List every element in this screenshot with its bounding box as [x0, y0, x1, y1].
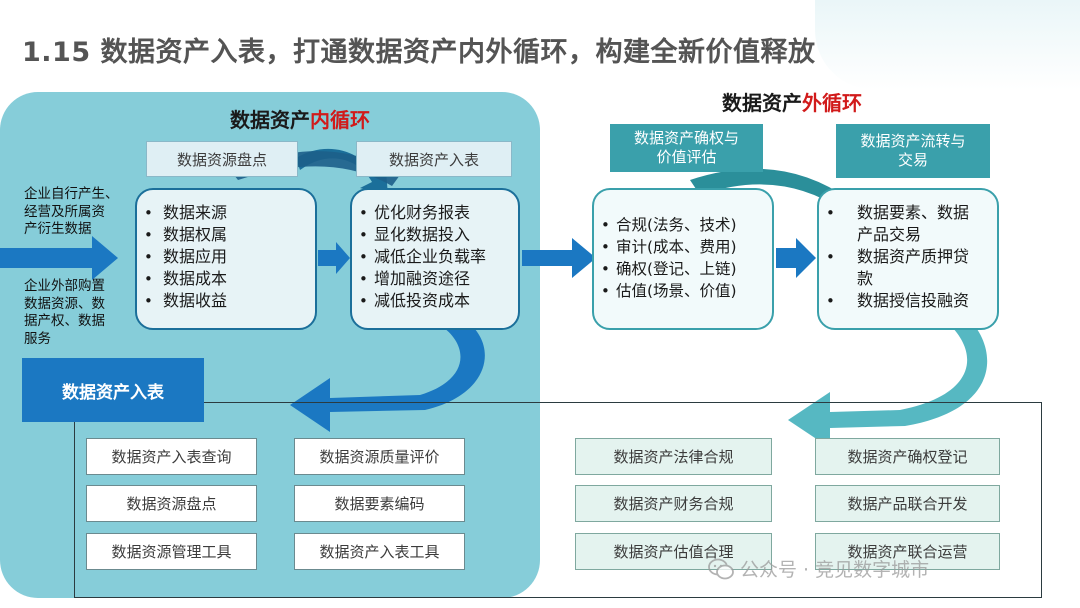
asset-entry-badge: 数据资产入表: [22, 358, 204, 422]
outer-mid-arrow: [776, 238, 816, 278]
list-item-continuation: 款: [857, 269, 874, 288]
source-external-line: 数据资源、数: [24, 295, 105, 312]
list-item: 数据成本: [137, 268, 315, 290]
source-internal: 企业自行产生、 经营及所属资 产衍生数据: [24, 186, 119, 239]
list-item: 数据应用: [137, 246, 315, 268]
label-line: 价值评估: [656, 148, 717, 166]
source-external-line: 据产权、数据: [24, 313, 105, 329]
source-internal-line: 产衍生数据: [24, 221, 92, 237]
source-internal-line: 经营及所属资: [24, 203, 105, 220]
list-item: 确权(登记、上链): [594, 258, 772, 280]
inner-list-right: 优化财务报表 显化数据投入 减低企业负载率 增加融资途径 减低投资成本: [350, 188, 520, 330]
grid-cell: 数据资产估值合理: [575, 533, 772, 570]
outer-cycle-band-top: [690, 168, 850, 210]
list-item: 合规(法务、技术): [594, 214, 772, 236]
grid-cell: 数据要素编码: [294, 485, 465, 522]
list-item: 数据要素、数据: [819, 202, 997, 224]
list-item: 显化数据投入: [352, 224, 518, 246]
grid-cell: 数据资源质量评价: [294, 438, 465, 475]
outer-loop-heading: 数据资产外循环: [722, 91, 862, 115]
source-internal-line: 企业自行产生、: [24, 186, 119, 202]
list-item: 数据授信投融资: [819, 290, 997, 312]
inner-cycle-arc-down: [290, 320, 485, 432]
grid-cell: 数据产品联合开发: [815, 485, 1000, 522]
list-item: 数据来源: [137, 202, 315, 224]
label-line: 数据资产确权与: [633, 129, 739, 147]
grid-cell: 数据资产财务合规: [575, 485, 772, 522]
grid-cell: 数据资产确权登记: [815, 438, 1000, 475]
source-external-line: 企业外部购置: [24, 278, 105, 294]
label-line: 交易: [897, 151, 928, 169]
watermark-text: 公众号 · 竞见数字城市: [740, 559, 930, 581]
list-item: 增加融资途径: [352, 268, 518, 290]
list-item: 数据权属: [137, 224, 315, 246]
page-title: 1.15 数据资产入表，打通数据资产内外循环，构建全新价值释放: [22, 37, 816, 68]
label-rights-valuation: 数据资产确权与价值评估: [610, 124, 763, 172]
list-item: 减低投资成本: [352, 290, 518, 312]
list-item: 减低企业负载率: [352, 246, 518, 268]
list-item: 优化财务报表: [352, 202, 518, 224]
inner-loop-heading: 数据资产内循环: [230, 108, 370, 132]
outer-list-left: 合规(法务、技术) 审计(成本、费用) 确权(登记、上链) 估值(场景、价值): [592, 188, 774, 330]
list-item-continuation: 产品交易: [857, 225, 922, 244]
inner-mid-arrow: [318, 242, 350, 274]
label-line: 数据资产流转与: [860, 132, 966, 150]
tools-frame: [74, 402, 1042, 598]
list-item: 估值(场景、价值): [594, 280, 772, 302]
inner-list-left: 数据来源 数据权属 数据应用 数据成本 数据收益: [135, 188, 317, 330]
grid-cell: 数据资源盘点: [86, 485, 257, 522]
grid-cell: 数据资产联合运营: [815, 533, 1000, 570]
label-resource-inventory: 数据资源盘点: [146, 141, 298, 177]
outer-list-right: 数据要素、数据 产品交易 数据资产质押贷 款 数据授信投融资: [817, 188, 999, 330]
list-item: 数据资产质押贷: [819, 246, 997, 268]
inner-to-outer-arrow: [522, 238, 596, 278]
label-asset-entry: 数据资产入表: [356, 141, 512, 177]
source-external-line: 服务: [24, 330, 51, 347]
outer-cycle-arc-down: [788, 318, 988, 448]
list-item: 审计(成本、费用): [594, 236, 772, 258]
grid-cell: 数据资源管理工具: [86, 533, 257, 570]
input-arrow: [0, 236, 118, 280]
watermark: 公众号 · 竞见数字城市: [708, 555, 929, 582]
source-external: 企业外部购置 数据资源、数 据产权、数据 服务: [24, 278, 105, 348]
grid-cell: 数据资产法律合规: [575, 438, 772, 475]
grid-cell: 数据资产入表查询: [86, 438, 257, 475]
wechat-icon: [708, 558, 734, 579]
corner-decoration: [815, 0, 1080, 90]
list-item: 数据收益: [137, 290, 315, 312]
label-circulation-trade: 数据资产流转与交易: [836, 124, 990, 178]
grid-cell: 数据资产入表工具: [294, 533, 465, 570]
